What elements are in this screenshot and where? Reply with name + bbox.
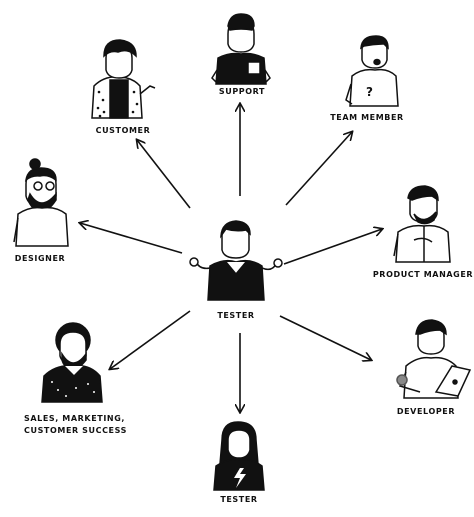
product-manager-label: PRODUCT MANAGER: [372, 270, 474, 279]
developer-person-icon: [396, 319, 472, 399]
team-member-person-icon: ?: [345, 35, 399, 107]
tester-label: TESTER: [220, 495, 258, 504]
svg-text:?: ?: [366, 85, 373, 99]
team-member-label: TEAM MEMBER: [330, 113, 404, 122]
arrow-to-customer: [137, 140, 191, 209]
designer-label: DESIGNER: [14, 254, 66, 263]
tester-person-icon: [189, 220, 283, 301]
customer-person-icon: [91, 39, 156, 119]
arrow-to-sales: [110, 310, 191, 369]
sales-label: SALES, MARKETING, CUSTOMER SUCCESS: [24, 414, 127, 435]
support-person-icon: [211, 13, 271, 85]
arrow-to-product-manager: [283, 229, 382, 265]
arrow-to-team-member: [285, 132, 352, 206]
sales-person-icon: [41, 322, 103, 403]
product-manager-person-icon: [393, 185, 451, 263]
tester-woman-icon: [213, 421, 265, 491]
arrows: [80, 104, 382, 412]
designer-person-icon: [13, 158, 69, 247]
arrow-to-designer: [80, 223, 183, 254]
support-label: SUPPORT: [218, 87, 266, 96]
developer-label: DEVELOPER: [396, 407, 456, 416]
arrow-to-developer: [279, 315, 371, 360]
customer-label: CUSTOMER: [95, 126, 151, 135]
center-label: TESTER: [217, 311, 255, 320]
